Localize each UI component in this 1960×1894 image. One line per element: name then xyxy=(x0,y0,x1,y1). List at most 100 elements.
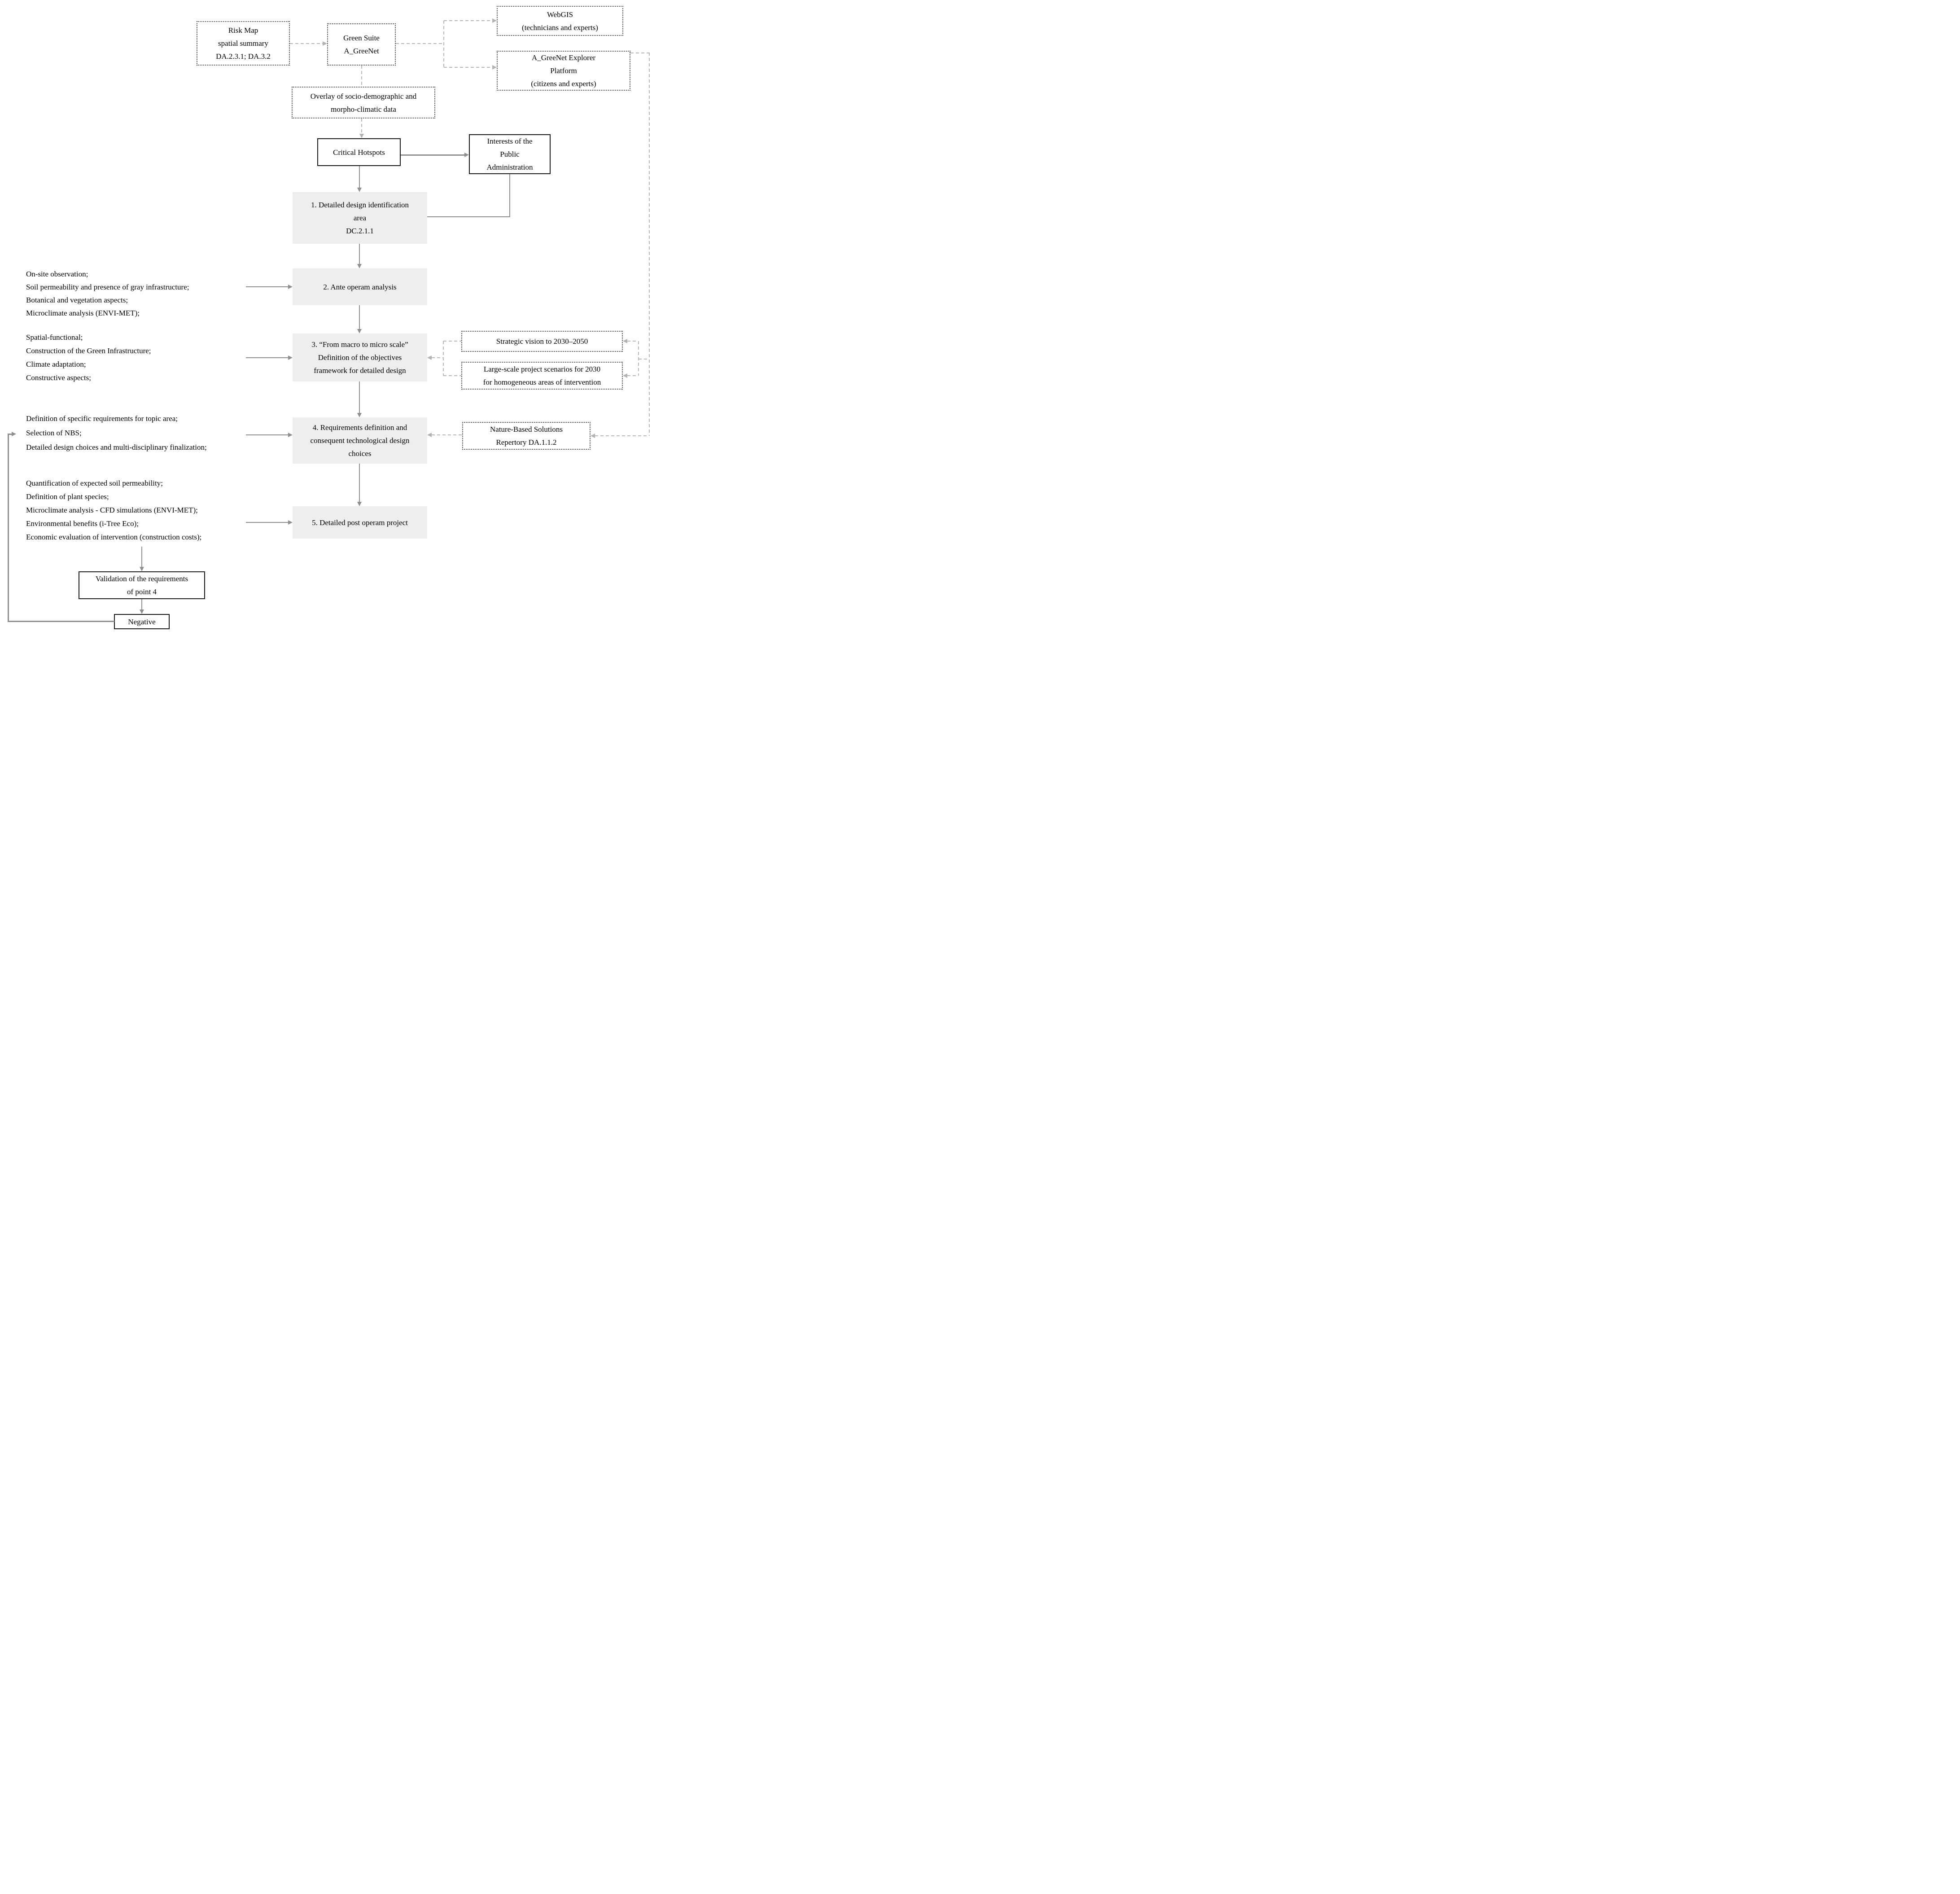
arrowhead-into-step3-top xyxy=(357,329,362,333)
arrowhead-feedback-into-note3 xyxy=(12,432,16,436)
node-green-suite-line: Green Suite xyxy=(343,34,380,42)
edge-branch-to-explorer xyxy=(444,67,492,68)
arrowhead-into-step2 xyxy=(357,264,362,268)
node-step3-line: Definition of the objectives xyxy=(318,353,402,362)
edge-rightline-vertical xyxy=(649,53,650,436)
node-step5: 5. Detailed post operam project xyxy=(293,506,427,539)
edge-branch-to-webgis xyxy=(444,20,492,21)
note-post-operam-inputs: Quantification of expected soil permeabi… xyxy=(26,477,201,544)
edge-greensuite-to-branch xyxy=(396,43,444,44)
edge-hotspots-to-step1 xyxy=(359,166,360,189)
edge-bracket-to-step3 xyxy=(432,357,443,358)
note-line: Quantification of expected soil permeabi… xyxy=(26,479,163,487)
note-line: Construction of the Green Infrastructure… xyxy=(26,346,151,355)
node-webgis-line: (technicians and experts) xyxy=(522,23,598,32)
edge-rightline-branch xyxy=(639,359,649,360)
node-strategic-vision: Strategic vision to 2030–2050 xyxy=(461,331,623,352)
arrowhead-note1-into-step2 xyxy=(288,285,293,289)
edge-negative-feedback-bottom xyxy=(8,621,114,622)
arrowhead-into-explorer xyxy=(492,65,497,70)
note-line: On-site observation; xyxy=(26,270,88,278)
arrowhead-into-negative xyxy=(140,609,144,614)
arrowhead-into-nbs xyxy=(591,434,595,438)
node-step5-line: 5. Detailed post operam project xyxy=(312,518,408,527)
node-overlay-line: morpho-climatic data xyxy=(331,105,396,114)
arrowhead-note3-into-step4 xyxy=(288,433,293,437)
arrowhead-into-strategic xyxy=(623,339,627,343)
node-step2-line: 2. Ante operam analysis xyxy=(323,282,397,291)
arrowhead-into-step4-top xyxy=(357,413,362,417)
edge-validation-to-negative xyxy=(141,599,142,610)
edge-note2-to-step3 xyxy=(246,357,289,358)
flowchart-canvas: Risk Map spatial summary DA.2.3.1; DA.3.… xyxy=(0,0,653,631)
node-green-suite-line: A_GreeNet xyxy=(344,47,379,55)
note-line: Botanical and vegetation aspects; xyxy=(26,296,128,304)
edge-riskmap-to-greensuite xyxy=(290,43,323,44)
node-explorer-line: Platform xyxy=(550,66,577,75)
node-step3-line: 3. “From macro to micro scale” xyxy=(311,340,408,349)
note-objectives-inputs: Spatial-functional; Construction of the … xyxy=(26,331,151,385)
node-nbs-line: Repertory DA.1.1.2 xyxy=(496,438,557,447)
node-green-suite: Green Suite A_GreeNet xyxy=(327,23,396,66)
node-large-scale-line: Large-scale project scenarios for 2030 xyxy=(483,365,601,373)
note-line: Economic evaluation of intervention (con… xyxy=(26,533,202,541)
node-explorer-line: (citizens and experts) xyxy=(531,79,596,88)
note-line: Constructive aspects; xyxy=(26,373,91,382)
node-large-scale-scenarios: Large-scale project scenarios for 2030 f… xyxy=(461,362,623,390)
arrowhead-into-hotspots xyxy=(359,134,364,138)
edge-interests-down xyxy=(509,174,510,217)
node-validation-line: Validation of the requirements xyxy=(95,574,188,583)
arrowhead-into-step3 xyxy=(427,355,432,360)
node-risk-map-line: spatial summary xyxy=(218,39,268,48)
edge-greensuite-to-overlay xyxy=(361,66,362,87)
node-step3-line: framework for detailed design xyxy=(314,366,406,375)
node-nbs-line: Nature-Based Solutions xyxy=(490,425,563,434)
arrowhead-into-greensuite xyxy=(323,41,327,46)
node-validation-line: of point 4 xyxy=(127,587,157,596)
edge-rightbranch-to-largescale xyxy=(627,375,638,376)
node-critical-hotspots-line: Critical Hotspots xyxy=(333,148,385,157)
arrowhead-nbs-into-step4 xyxy=(427,433,432,437)
node-interests: Interests of the Public Administration xyxy=(469,134,551,174)
arrowhead-into-step1 xyxy=(357,188,362,192)
node-step1: 1. Detailed design identification area D… xyxy=(293,192,427,244)
node-explorer-line: A_GreeNet Explorer xyxy=(531,53,596,62)
note-line: Detailed design choices and multi-discip… xyxy=(26,443,207,452)
edge-nbs-to-step4 xyxy=(432,434,462,435)
edge-rightline-to-nbs xyxy=(595,435,649,436)
node-webgis-line: WebGIS xyxy=(547,10,573,19)
node-negative: Negative xyxy=(114,614,170,629)
node-strategic-vision-line: Strategic vision to 2030–2050 xyxy=(496,337,588,346)
edge-negative-feedback-top xyxy=(8,434,12,435)
edge-note4-to-validation xyxy=(141,547,142,568)
edge-scenarios-bracket-vertical xyxy=(443,341,444,376)
arrowhead-note2-into-step3 xyxy=(288,355,293,360)
node-step1-line: 1. Detailed design identification xyxy=(311,201,409,209)
node-large-scale-line: for homogeneous areas of intervention xyxy=(483,378,601,386)
note-line: Soil permeability and presence of gray i… xyxy=(26,283,189,291)
node-risk-map: Risk Map spatial summary DA.2.3.1; DA.3.… xyxy=(197,21,290,66)
edge-overlay-to-hotspots xyxy=(361,118,362,135)
node-step2: 2. Ante operam analysis xyxy=(293,268,427,305)
note-line: Climate adaptation; xyxy=(26,360,86,368)
node-step4: 4. Requirements definition and consequen… xyxy=(293,417,427,464)
edge-rightbranch-to-strategic xyxy=(627,341,638,342)
note-line: Selection of NBS; xyxy=(26,429,82,437)
edge-step4-to-step5 xyxy=(359,464,360,503)
node-step3: 3. “From macro to micro scale” Definitio… xyxy=(293,333,427,381)
edge-largescale-to-bracket xyxy=(443,375,461,376)
node-risk-map-line: DA.2.3.1; DA.3.2 xyxy=(216,52,271,61)
edge-step2-to-step3 xyxy=(359,305,360,330)
edge-rightbranch-vertical xyxy=(638,341,639,376)
node-overlay-line: Overlay of socio-demographic and xyxy=(310,92,417,101)
arrowhead-into-step5-top xyxy=(357,502,362,506)
node-critical-hotspots: Critical Hotspots xyxy=(317,138,401,166)
edge-strategic-to-bracket xyxy=(443,341,461,342)
edge-note3-to-step4 xyxy=(246,434,289,435)
arrowhead-into-validation xyxy=(140,567,144,571)
node-validation: Validation of the requirements of point … xyxy=(79,571,205,599)
node-explorer-platform: A_GreeNet Explorer Platform (citizens an… xyxy=(497,51,630,91)
node-step4-line: consequent technological design xyxy=(310,436,410,445)
arrowhead-into-largescale xyxy=(623,373,627,378)
note-ante-operam-inputs: On-site observation; Soil permeability a… xyxy=(26,267,189,320)
